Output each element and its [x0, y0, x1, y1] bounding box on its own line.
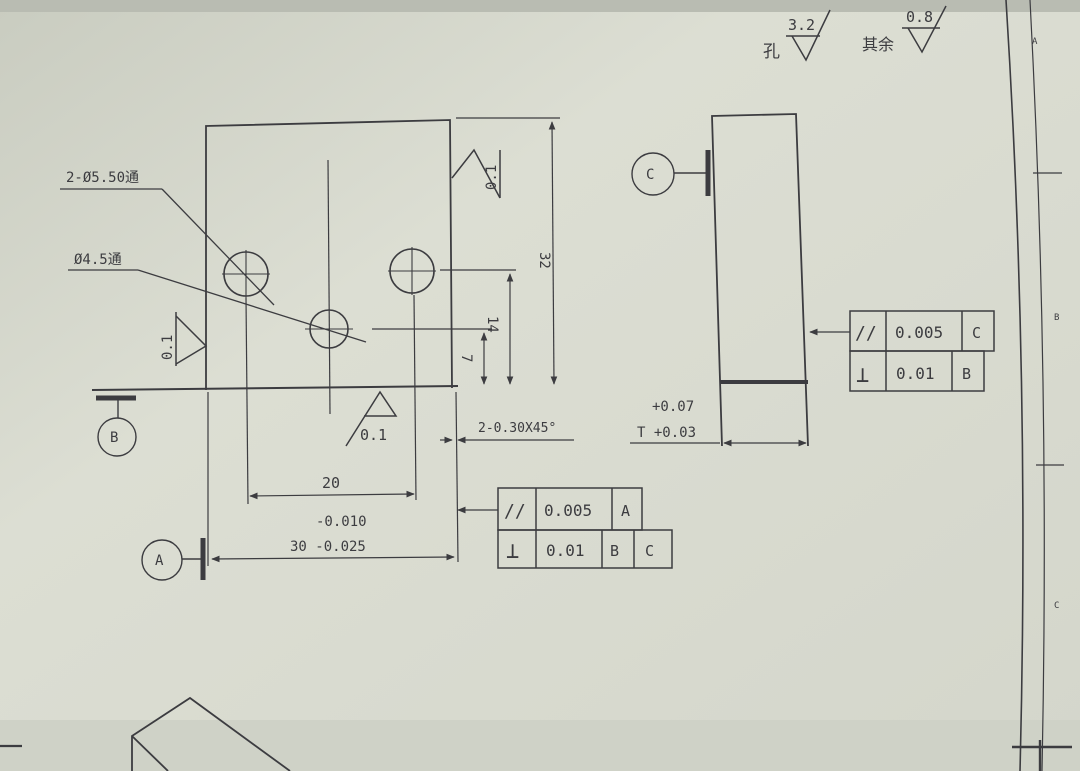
bottom-roughness-value: 0.1	[360, 426, 387, 444]
fcf-side-row1-datum: C	[972, 324, 981, 342]
datum-c-letter: C	[646, 167, 654, 183]
fcf-front-row2-tolerance: 0.01	[546, 541, 585, 560]
center-line-vertical	[327, 159, 331, 415]
fcf-front-frame	[497, 487, 673, 569]
dim-20-lines	[245, 294, 417, 505]
hole-left	[222, 250, 270, 298]
front-view-outline	[205, 119, 453, 390]
fcf-side-row2-datum: B	[962, 365, 971, 383]
border-zone-a: A	[1032, 37, 1038, 47]
fcf-front-row1-datum: A	[621, 502, 630, 520]
fcf-front-row2-datum1: B	[610, 542, 619, 560]
callout-hole-text: Ø4.5通	[74, 252, 122, 268]
hole-center	[305, 309, 353, 349]
roughness-hole-value: 3.2	[788, 16, 815, 34]
datum-a-bubble	[141, 539, 183, 581]
fcf-side-row1-tolerance: 0.005	[895, 323, 943, 342]
dim-14-lines	[440, 269, 516, 385]
left-roughness-value: 0.1	[160, 335, 176, 360]
dim-height-text: 32	[536, 252, 552, 269]
side-view-outline	[711, 113, 809, 447]
datum-b-letter: B	[110, 430, 118, 446]
dim-14-text: 14	[484, 316, 500, 333]
hole-right	[388, 247, 436, 295]
right-roughness-symbol	[451, 148, 501, 199]
left-roughness-symbol	[175, 312, 208, 366]
chamfer-text: 2-0.30X45°	[478, 421, 556, 436]
border-zone-b: B	[1054, 313, 1059, 323]
fcf-front-row1-symbol: //	[504, 501, 526, 522]
dim-width-upper-tol: -0.010	[316, 514, 367, 530]
paper-top-shadow	[0, 0, 1080, 12]
dim-thickness-upper: +0.07	[652, 399, 694, 415]
dim-thickness-lower: T +0.03	[637, 425, 696, 441]
right-roughness-value: 0.1	[484, 165, 500, 190]
right-border	[1005, 0, 1072, 771]
roughness-rest-symbol	[902, 5, 947, 54]
dim-30-lines	[207, 391, 459, 566]
dim-7-lines	[372, 328, 492, 385]
fcf-front-row1-tolerance: 0.005	[544, 501, 592, 520]
fcf-side-row2-symbol: ⊥	[856, 363, 869, 388]
dim-height-lines	[456, 117, 560, 385]
border-zone-c: C	[1054, 601, 1059, 611]
datum-b-baseline	[91, 385, 459, 391]
roughness-rest-label: 其余	[862, 35, 894, 54]
dim-width-text: 30 -0.025	[290, 539, 366, 555]
fcf-side-row2-tolerance: 0.01	[896, 364, 935, 383]
callout-2-holes-leader	[161, 188, 275, 306]
callout-2-holes-text: 2-Ø5.50通	[66, 170, 139, 186]
fcf-front-row2-datum2: C	[645, 542, 654, 560]
paper-bottom-band	[0, 720, 1080, 771]
dim-7-text: 7	[458, 354, 474, 362]
callout-hole-leader	[137, 269, 367, 343]
fcf-side-frame	[849, 310, 995, 392]
fcf-side-row1-symbol: //	[855, 323, 877, 344]
roughness-hole-symbol	[786, 9, 831, 62]
dim-20-text: 20	[322, 474, 340, 492]
roughness-hole-label: 孔	[763, 42, 780, 62]
roughness-rest-value: 0.8	[906, 8, 933, 26]
datum-c-bubble	[631, 152, 675, 196]
isometric-view-fragment	[131, 696, 291, 771]
fcf-front-row2-symbol: ⊥	[506, 539, 519, 564]
datum-a-letter: A	[155, 553, 164, 569]
datum-b-bubble	[97, 417, 137, 457]
bottom-roughness-symbol	[345, 390, 398, 447]
